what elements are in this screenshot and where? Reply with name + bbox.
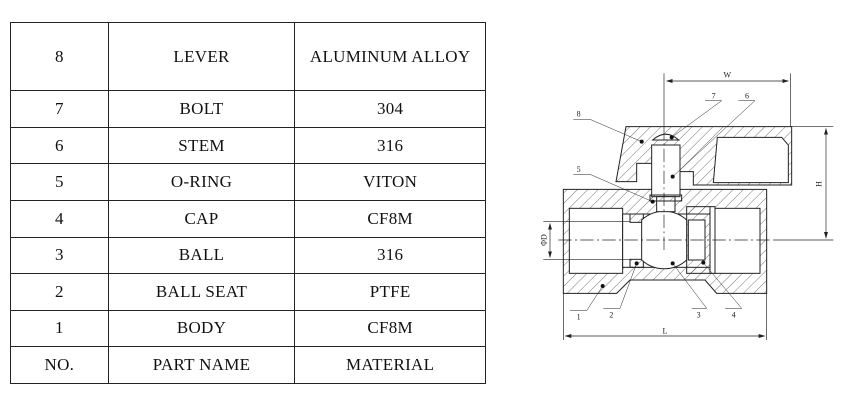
part-name: BOLT xyxy=(107,90,296,128)
part-material: VITON xyxy=(294,163,486,201)
part-no: 7 xyxy=(10,90,109,128)
stem xyxy=(651,144,681,198)
left-bore xyxy=(568,207,624,274)
lever-window xyxy=(712,136,789,184)
part-no: 2 xyxy=(10,273,109,311)
part-name: BALL xyxy=(107,236,296,275)
header-material: MATERIAL xyxy=(294,346,486,384)
dim-d-label: ΦD xyxy=(540,234,549,246)
callout-6: 6 xyxy=(745,91,749,100)
part-name: BALL SEAT xyxy=(107,273,296,311)
header-no: NO. xyxy=(10,346,109,384)
part-name: STEM xyxy=(107,126,296,165)
dim-h-label: H xyxy=(815,181,824,187)
part-no: 6 xyxy=(10,126,109,165)
right-bore xyxy=(714,207,761,274)
part-material: 316 xyxy=(294,126,486,165)
dim-w-label: W xyxy=(724,70,732,79)
o-ring xyxy=(649,194,683,202)
part-name: O-RING xyxy=(107,163,296,201)
part-material: 304 xyxy=(294,90,486,128)
callout-7: 7 xyxy=(712,91,716,100)
part-name: CAP xyxy=(107,199,296,238)
part-no: 4 xyxy=(10,199,109,238)
part-material: CF8M xyxy=(294,309,486,348)
callout-2: 2 xyxy=(609,310,613,319)
part-no: 1 xyxy=(10,309,109,348)
callout-1: 1 xyxy=(577,312,581,321)
callout-4: 4 xyxy=(732,310,736,319)
callout-5: 5 xyxy=(577,165,581,174)
dim-l-label: L xyxy=(663,326,668,335)
part-name: LEVER xyxy=(107,21,296,92)
part-material: PTFE xyxy=(294,273,486,311)
part-material: 316 xyxy=(294,236,486,275)
part-material: CF8M xyxy=(294,199,486,238)
part-name: BODY xyxy=(107,309,296,348)
header-part-name: PART NAME xyxy=(107,346,296,384)
callout-3: 3 xyxy=(697,310,701,319)
part-material: ALUMINUM ALLOY xyxy=(294,21,486,92)
ball-valve-drawing: W H L ΦD 1 2 3 4 5 6 7 8 xyxy=(540,70,834,340)
part-no: 8 xyxy=(10,21,109,92)
part-no: 3 xyxy=(10,236,109,275)
callout-8: 8 xyxy=(577,110,581,119)
part-no: 5 xyxy=(10,163,109,201)
